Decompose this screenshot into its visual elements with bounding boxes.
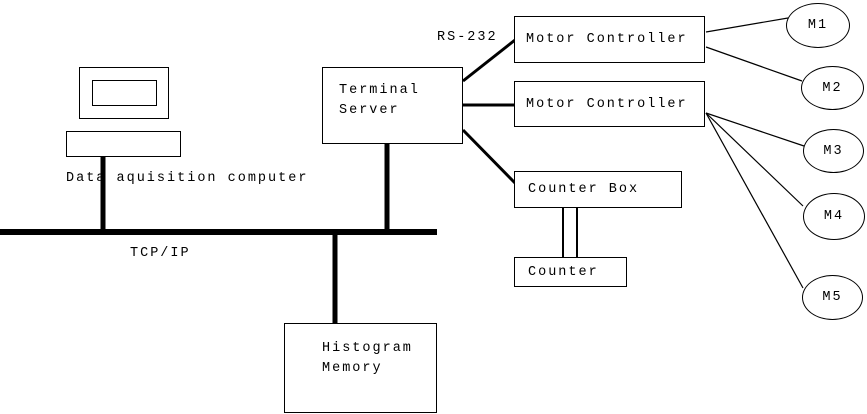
motor-controller-2-label: Motor Controller: [526, 96, 688, 112]
motor-controller-1-box: Motor Controller: [514, 16, 705, 63]
tcpip-label: TCP/IP: [130, 246, 191, 261]
histogram-memory-label-line1: Histogram: [322, 341, 413, 356]
rs232-link-to-controller-1-line: [462, 38, 516, 83]
counter-box-box: Counter Box: [514, 171, 682, 208]
terminal-server-box: Terminal Server: [322, 67, 463, 144]
link-to-counter-box-line: [461, 128, 517, 185]
counter-label: Counter: [528, 264, 599, 280]
motor-m4-ellipse: M4: [803, 193, 865, 240]
histogram-memory-label-line2: Memory: [322, 361, 383, 376]
counter-box-label: Counter Box: [528, 182, 640, 197]
motor-m5-label: M5: [822, 290, 843, 305]
motor-m3-label: M3: [823, 143, 844, 159]
terminal-server-label-line1: Terminal: [339, 83, 420, 98]
motor-m5-ellipse: M5: [802, 275, 863, 320]
controller-1-to-m1-line: [705, 17, 789, 33]
computer-keyboard-icon: [66, 131, 181, 157]
motor-m4-label: M4: [823, 209, 845, 224]
counter-box: Counter: [514, 257, 627, 287]
controller-2-to-m3-line: [705, 112, 805, 147]
rs232-label: RS-232: [437, 30, 498, 45]
histogram-memory-box: Histogram Memory: [284, 323, 437, 413]
motor-m3-ellipse: M3: [803, 129, 864, 173]
computer-screen-icon: [92, 80, 157, 106]
controller-2-to-m5-line: [705, 112, 804, 289]
motor-m1-label: M1: [807, 18, 829, 33]
motor-m1-ellipse: M1: [786, 3, 850, 48]
motor-controller-1-label: Motor Controller: [526, 32, 688, 47]
controller-1-to-m2-line: [705, 46, 803, 82]
controller-2-to-m4-line: [705, 112, 804, 207]
motor-m2-ellipse: M2: [801, 66, 864, 110]
motor-controller-2-box: Motor Controller: [514, 81, 705, 127]
data-acquisition-computer-caption: Data aquisition computer: [66, 171, 309, 186]
terminal-server-label-line2: Server: [339, 103, 400, 118]
motor-m2-label: M2: [822, 80, 843, 96]
